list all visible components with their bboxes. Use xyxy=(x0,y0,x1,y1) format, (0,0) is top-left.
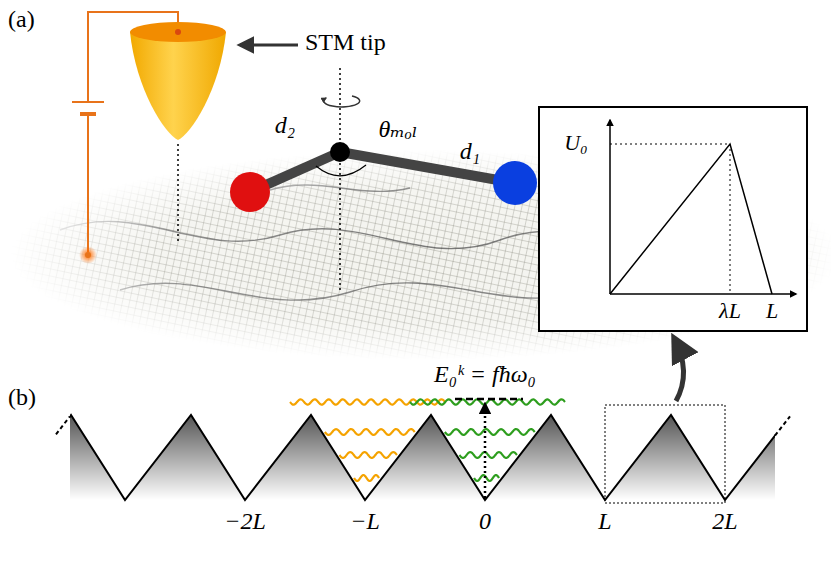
zoom-box xyxy=(605,405,725,503)
wavefunction xyxy=(459,452,517,458)
pointer-arrow xyxy=(240,44,298,47)
wavefunction xyxy=(445,429,535,435)
axis-value: U₀ xyxy=(564,130,588,155)
bond-length: d₂ xyxy=(275,112,295,140)
wavefunction xyxy=(339,452,397,458)
ground-dot xyxy=(85,252,91,258)
axis-tick: 2L xyxy=(712,508,737,536)
rotation-arrow xyxy=(324,96,360,107)
molecule xyxy=(230,142,537,212)
stm-tip xyxy=(130,22,226,140)
panel-label: (a) xyxy=(8,6,35,34)
axis-tick: L xyxy=(598,508,611,536)
wavefunction xyxy=(410,399,565,404)
axis-tick: λL xyxy=(719,298,741,323)
wavefunction xyxy=(474,475,499,481)
barrier-fill xyxy=(70,415,775,500)
angle-label: θₘₒₗ xyxy=(378,116,417,144)
wavefunction xyxy=(325,429,415,435)
wavefunction xyxy=(354,475,379,481)
axis-tick: −L xyxy=(350,508,380,536)
barrier-continuation xyxy=(775,416,790,435)
bond-length: d₁ xyxy=(460,138,480,166)
barrier-continuation xyxy=(56,416,70,434)
inset-plot: U₀ λL L xyxy=(538,106,808,332)
energy-label: E₀ᵏ = fħω₀ xyxy=(434,361,536,389)
ground-dot xyxy=(79,246,97,264)
excitation-arrow xyxy=(484,404,487,498)
tip-axis xyxy=(177,144,179,242)
zoom-arrow xyxy=(674,338,684,401)
panel-label: (b) xyxy=(8,384,36,412)
potential-profile xyxy=(0,399,831,500)
axis-tick: 0 xyxy=(479,508,491,536)
energy-level xyxy=(455,398,523,401)
barrier-line xyxy=(70,415,775,500)
rotation-axis xyxy=(339,68,341,290)
axis-tick: −2L xyxy=(224,508,266,536)
axis-tick: L xyxy=(766,298,778,323)
tip-label: STM tip xyxy=(305,29,386,57)
